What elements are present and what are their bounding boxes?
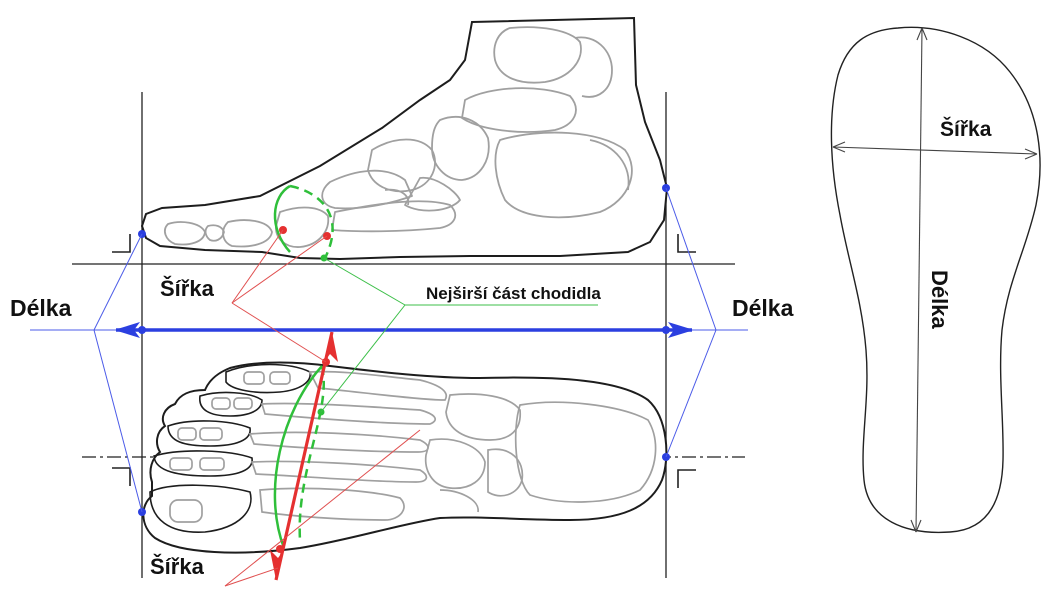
insole-width-line	[832, 146, 1038, 155]
widest-curve-top-solid	[273, 365, 323, 549]
label-insole-length: Délka	[927, 270, 952, 329]
foot-side-view	[72, 16, 735, 578]
side-foot-outline	[140, 16, 669, 261]
width-line	[274, 331, 334, 581]
length-arrow-right	[668, 322, 694, 338]
label-length-right: Délka	[732, 295, 794, 321]
label-widest-part: Nejširší část chodidla	[426, 284, 601, 303]
label-length-left: Délka	[10, 295, 72, 321]
width-point-top-2	[276, 545, 284, 553]
insole-outline	[830, 26, 1041, 534]
label-insole-width: Šířka	[940, 117, 992, 141]
top-foot-inner-bones	[169, 370, 657, 523]
width-arrow-bottom	[270, 550, 284, 580]
length-arrow-left	[114, 322, 140, 338]
length-connectors	[30, 187, 748, 513]
insole-length-arrow-top	[916, 27, 928, 41]
length-measurement	[30, 187, 748, 513]
corner-mark-top-right	[677, 234, 696, 253]
insole-width-arrow-right	[1024, 148, 1038, 160]
length-point-mid-right	[662, 326, 670, 334]
insole-diagram: Šířka Délka	[830, 26, 1041, 534]
width-arrow-top	[324, 332, 338, 362]
insole-length-line	[915, 27, 923, 533]
label-width-top: Šířka	[160, 276, 215, 301]
corner-mark-bottom-left	[112, 467, 131, 486]
widest-curve-side-dashed	[289, 184, 334, 257]
widest-curve-top-dashed	[298, 365, 325, 541]
top-foot-bones	[149, 363, 311, 533]
length-point-mid-left	[138, 326, 146, 334]
foot-top-view	[82, 361, 745, 554]
widest-curve-side-solid	[273, 184, 291, 253]
label-width-bottom: Šířka	[150, 554, 205, 579]
side-foot-bones	[164, 26, 633, 248]
insole-width-arrow-left	[832, 141, 846, 153]
annotation-leaders	[224, 229, 598, 587]
insole-length-arrow-bottom	[910, 519, 922, 533]
corner-mark-bottom-right	[677, 469, 696, 488]
width-measurement	[270, 331, 338, 581]
corner-mark-top-left	[112, 234, 131, 253]
